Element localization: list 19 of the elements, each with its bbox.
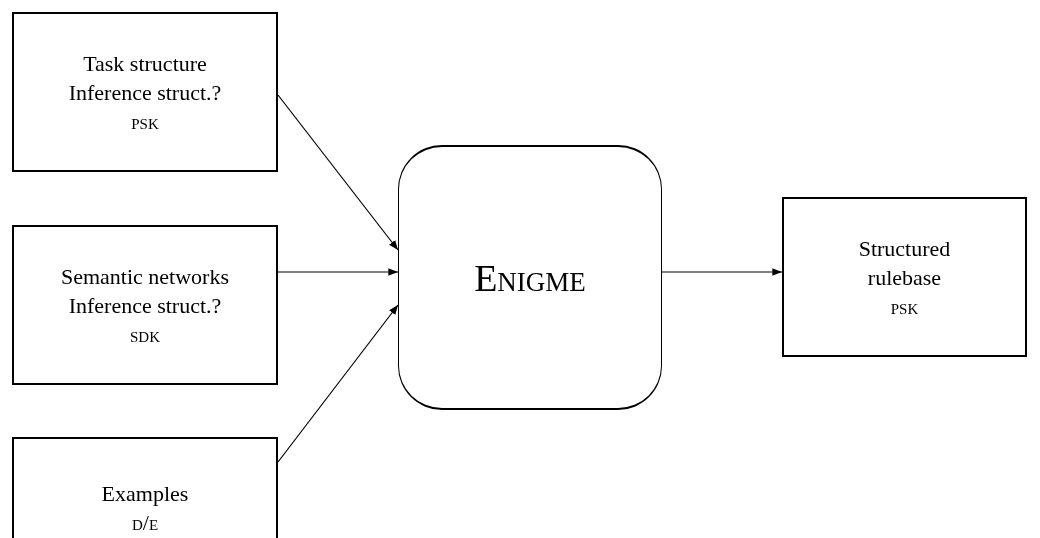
knowledge-type-label: sdk xyxy=(130,320,160,349)
process-box xyxy=(12,12,278,172)
system-name: Enigme xyxy=(474,255,586,300)
knowledge-type-label: psk xyxy=(890,292,919,321)
arrow xyxy=(661,268,783,276)
arrow xyxy=(277,268,399,276)
process-box xyxy=(12,437,278,538)
box-label: Inference struct.? xyxy=(68,291,222,320)
arrow xyxy=(277,304,399,463)
rounded-process-box xyxy=(398,145,662,410)
knowledge-type-label: d/e xyxy=(131,509,159,537)
box-label: Task structure xyxy=(83,49,207,78)
knowledge-type-label: psk xyxy=(131,107,159,136)
arrow xyxy=(277,94,399,251)
process-box xyxy=(12,225,278,385)
box-label: Inference struct.? xyxy=(68,78,222,107)
box-label: Examples xyxy=(101,480,189,508)
process-box xyxy=(782,197,1027,357)
box-label: Semantic networks xyxy=(61,262,229,291)
